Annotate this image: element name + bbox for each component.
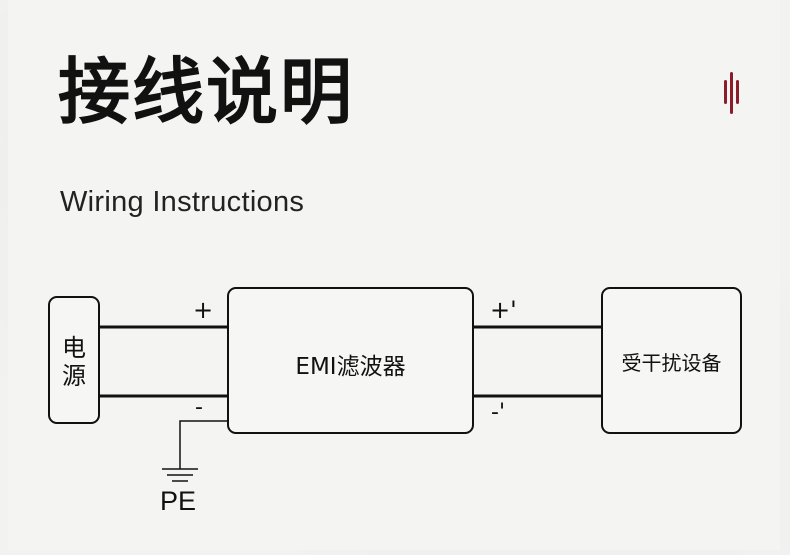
output-plus-label: +' (490, 296, 517, 324)
decorative-bars-icon (724, 72, 744, 114)
deco-bar (724, 80, 727, 104)
load-device-label: 受干扰设备 (621, 351, 722, 375)
content-panel (8, 0, 780, 550)
ground-label: PE (160, 486, 197, 516)
ground-wire (179, 420, 228, 469)
ground-icon (162, 468, 198, 482)
emi-filter-label: EMI滤波器 (295, 354, 406, 380)
output-minus-label: -' (491, 400, 505, 425)
input-minus-label: - (195, 395, 203, 420)
load-device-box (601, 287, 742, 434)
page-subtitle: Wiring Instructions (60, 186, 305, 218)
deco-bar (730, 72, 733, 114)
deco-bar (736, 80, 739, 104)
power-source-box (48, 296, 100, 424)
page-title: 接线说明 (58, 50, 355, 134)
emi-filter-box (227, 287, 474, 434)
power-source-label: 电源 (62, 334, 86, 390)
input-plus-label: + (193, 296, 214, 324)
